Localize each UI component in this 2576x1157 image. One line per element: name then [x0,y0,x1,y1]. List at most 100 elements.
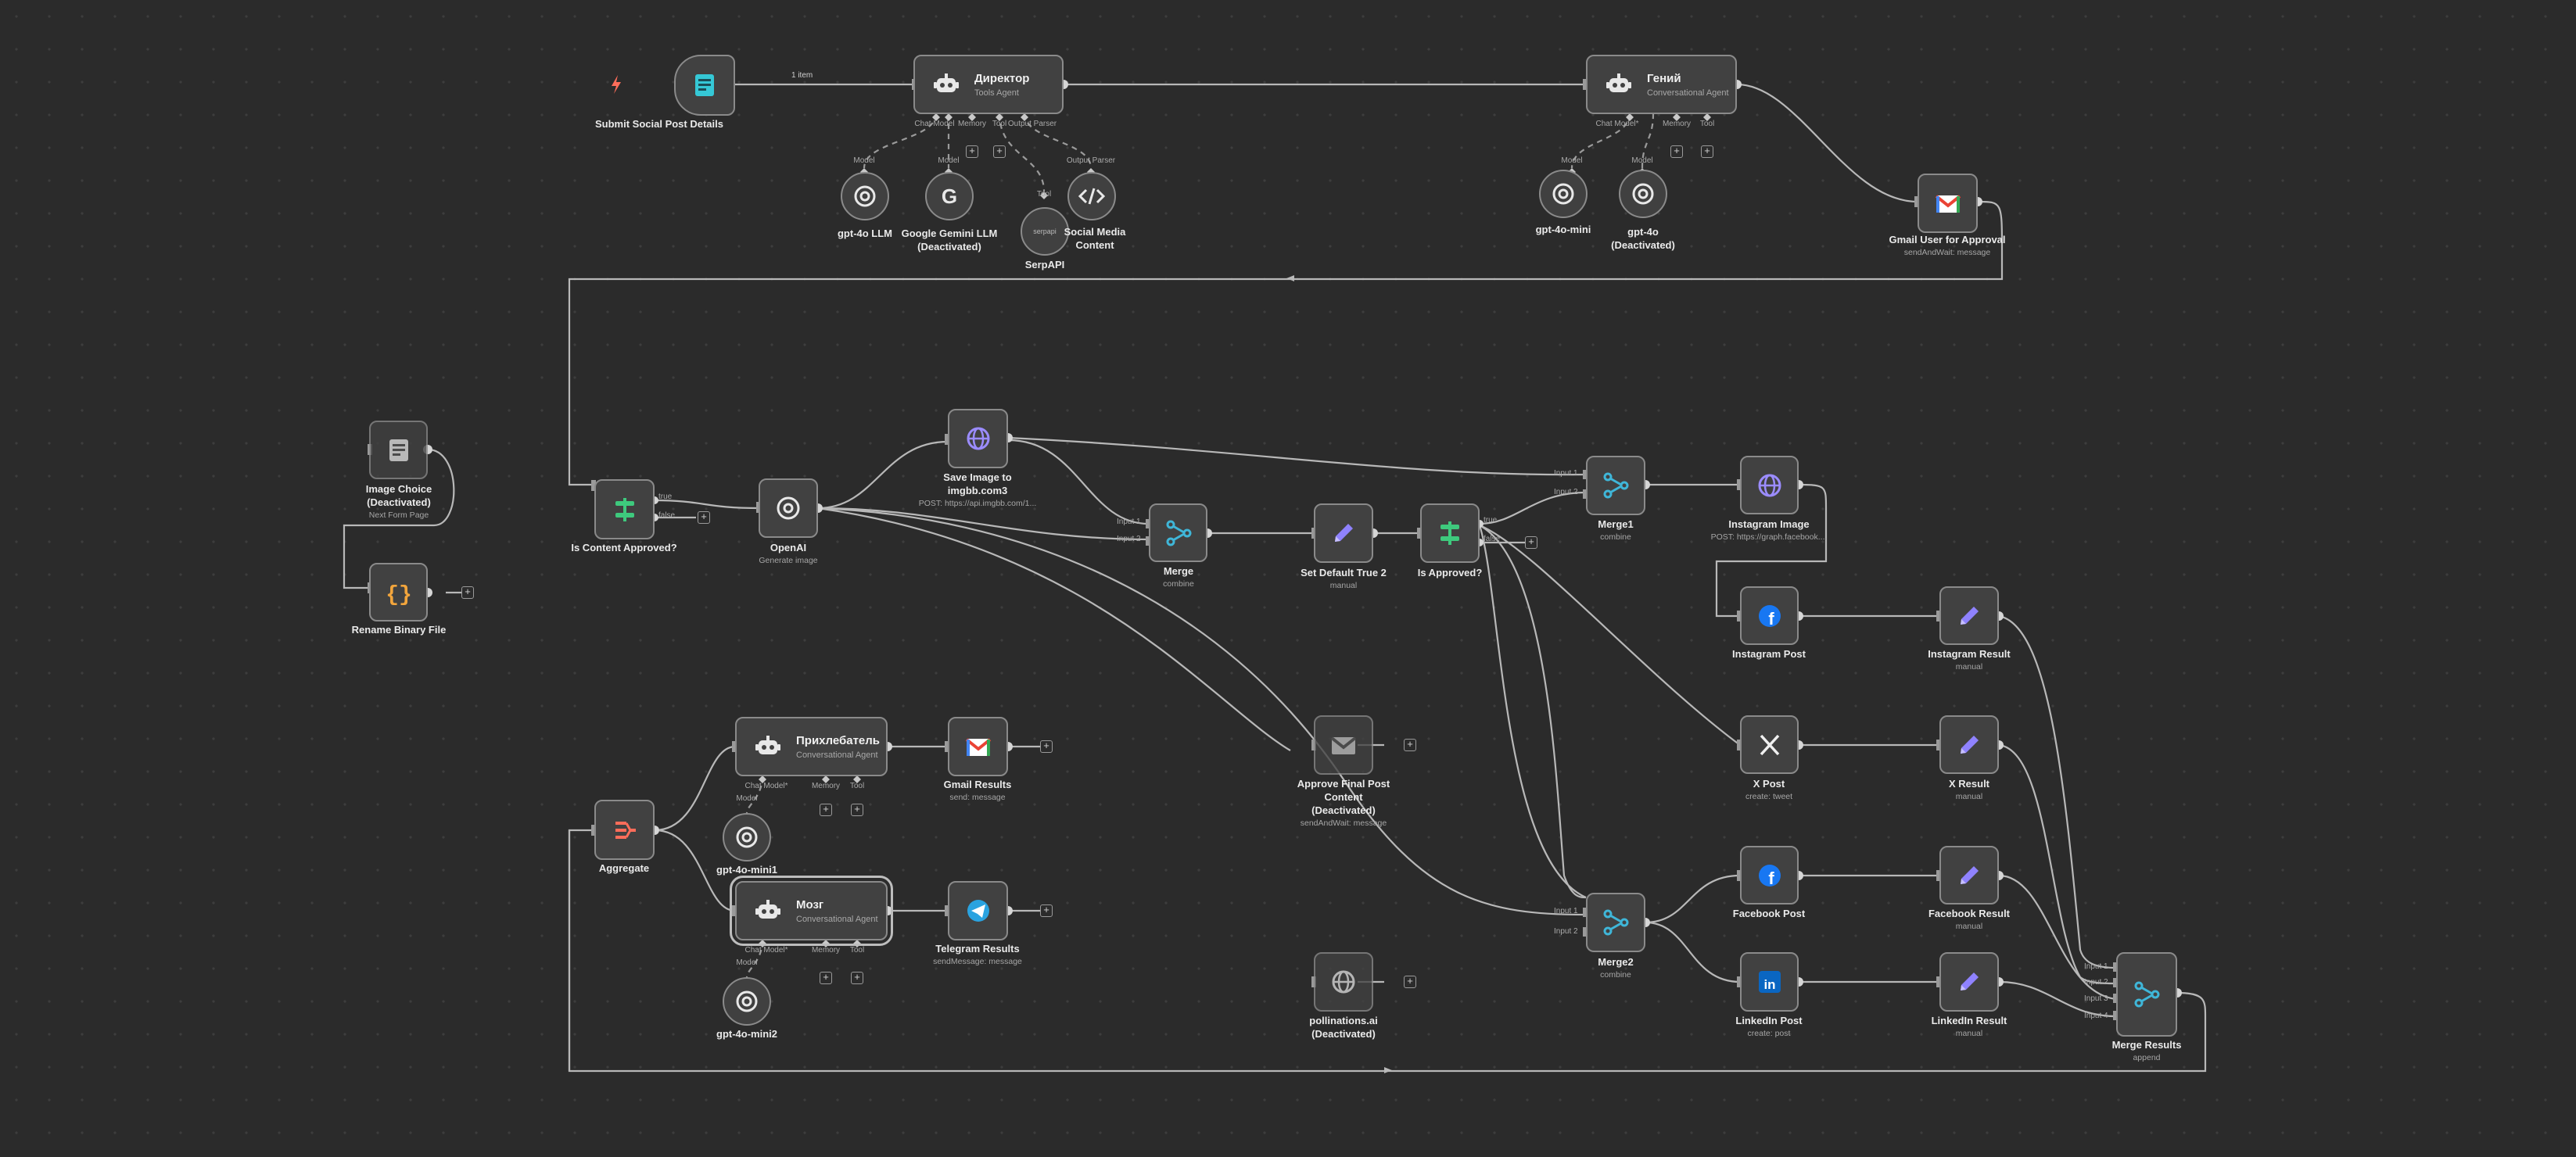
port-label-chat-model-req: Chat Model* [744,782,788,790]
port-label-model-2: Model [938,156,960,165]
serpapi-icon: serpapi [1033,227,1057,235]
facebook-post-node[interactable]: f [1740,846,1799,904]
linkedin-post-node[interactable]: in [1740,952,1799,1012]
x-result-node[interactable] [1939,715,1999,774]
add-node-button[interactable]: + [1404,739,1416,751]
add-tool-button[interactable]: + [851,804,863,816]
gpt4o-deactivated-label: gpt-4o(Deactivated) [1611,225,1675,252]
facebook-post-label: Facebook Post [1732,908,1806,919]
is-content-approved-node[interactable] [594,479,655,539]
port-label-model: Model [1561,156,1583,165]
facebook-result-node[interactable] [1939,846,1999,904]
image-choice-node[interactable] [369,421,428,479]
instagram-result-node[interactable] [1939,586,1999,645]
instagram-post-node[interactable]: f [1740,586,1799,645]
add-tool-button[interactable]: + [851,972,863,984]
merge2-subtitle: combine [1600,970,1631,980]
gpt4o-deact-title: gpt-4o [1627,226,1659,238]
instagram-image-node[interactable] [1740,456,1799,514]
port-label-model: Model [736,958,758,967]
facebook-result-subtitle: manual [1955,922,1983,931]
linkedin-post-subtitle: create: post [1747,1029,1791,1038]
merge2-node[interactable] [1586,893,1645,952]
approve-final-post-node[interactable] [1314,715,1373,775]
linkedin-post-title: LinkedIn Post [1735,1015,1803,1026]
if-icon [1434,518,1466,549]
add-node-button[interactable]: + [1404,976,1416,988]
add-node-button[interactable]: + [461,586,474,599]
port-label-true: true [1484,516,1498,525]
save-image-node[interactable] [948,409,1008,468]
add-node-button[interactable]: + [1040,904,1053,917]
port-label-output-parser: Output Parser [1007,120,1057,128]
globe-icon [1328,966,1359,998]
submit-social-post-node[interactable] [674,55,735,116]
social-media-content-title: Social Media Content [1064,226,1126,251]
pollinations-node[interactable] [1314,952,1373,1012]
image-choice-label: Image Choice(Deactivated)Next Form Page [366,482,432,522]
port-label-true: true [658,493,673,501]
port-label-chat-model: Chat Model [914,120,955,128]
aggregate-label: Aggregate [598,862,650,874]
telegram-icon [963,895,994,926]
gpt4o-mini1-label: gpt-4o-mini1 [716,864,777,876]
add-node-button[interactable]: + [698,511,710,524]
gmail-approval-node[interactable] [1918,174,1978,233]
approve-final-title: Approve Final Post [1297,778,1390,790]
add-memory-button[interactable]: + [820,804,832,816]
add-node-button[interactable]: + [1040,740,1053,753]
x-result-title: X Result [1948,778,1990,790]
prihlebatel-title: Прихлебатель [796,733,881,747]
gpt4o-mini-node[interactable] [1539,170,1588,218]
form-icon [383,435,414,466]
x-post-node[interactable] [1740,715,1799,774]
aggregate-node[interactable] [594,800,655,860]
director-subtitle: Tools Agent [974,88,1019,98]
gpt4o-deactivated-node[interactable] [1619,170,1667,218]
gemini-llm-node[interactable]: G [925,172,974,220]
openai-icon [731,986,762,1017]
serpapi-node[interactable]: serpapi [1021,207,1069,256]
gpt4o-llm-node[interactable] [841,172,889,220]
linkedin-result-node[interactable] [1939,952,1999,1012]
merge-results-node[interactable] [2116,952,2177,1037]
image-choice-title: Image Choice [365,483,432,495]
is-approved-node[interactable] [1420,503,1480,563]
telegram-results-node[interactable] [948,881,1008,940]
add-tool-button[interactable]: + [1701,145,1713,158]
gmail-approval-subtitle: sendAndWait: message [1903,248,1991,257]
genius-title: Гений [1647,71,1681,85]
approve-final-sub1: (Deactivated) [1311,804,1376,816]
social-media-content-node[interactable] [1067,172,1116,220]
add-node-button[interactable]: + [1525,536,1537,549]
x-icon [1754,729,1785,761]
port-label-input1: Input 1 [1554,469,1578,478]
mozg-subtitle: Conversational Agent [796,914,878,924]
gpt4o-llm-label: gpt-4o LLM [837,227,893,239]
rename-binary-node[interactable]: {} [369,563,428,621]
gemini-subtitle: (Deactivated) [917,241,981,253]
merge1-node[interactable] [1586,456,1645,515]
braces-icon: {} [383,577,414,608]
add-memory-button[interactable]: + [820,972,832,984]
approve-final-sub2: sendAndWait: message [1300,818,1387,828]
gpt4o-mini2-node[interactable] [723,977,771,1026]
set-default-title: Set Default True 2 [1301,567,1387,578]
set-default-node[interactable] [1314,503,1373,563]
gmail-results-node[interactable] [948,717,1008,776]
globe-icon [963,423,994,454]
merge-node[interactable] [1149,503,1207,562]
port-label-model: Model [736,794,758,803]
pollinations-label: pollinations.ai(Deactivated) [1309,1014,1377,1041]
add-memory-button[interactable]: + [1670,145,1683,158]
gpt4o-mini1-node[interactable] [723,813,771,861]
add-tool-button[interactable]: + [993,145,1006,158]
code-icon [1076,181,1107,212]
add-memory-button[interactable]: + [966,145,978,158]
openai-node[interactable] [759,478,818,538]
